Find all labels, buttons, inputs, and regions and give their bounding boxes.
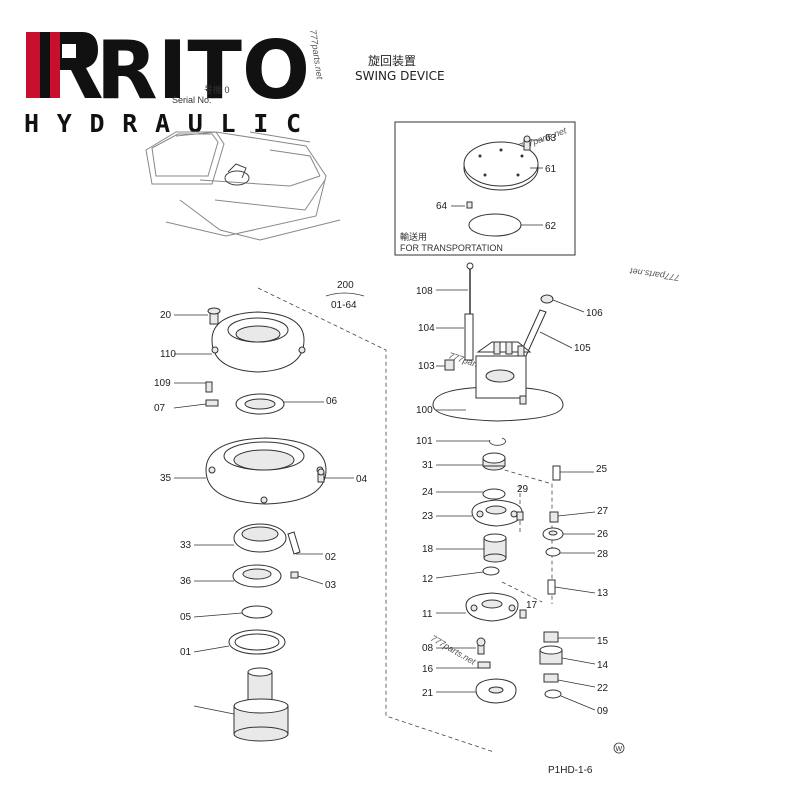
part-label: 22 — [597, 683, 609, 694]
part-label: 11 — [422, 609, 433, 620]
part-label: 21 — [422, 688, 434, 699]
part-label: 14 — [597, 660, 609, 671]
transport-caption-en: FOR TRANSPORTATION — [400, 243, 503, 253]
part-label: 27 — [597, 506, 609, 517]
part-label: 24 — [422, 487, 434, 498]
part-label: 05 — [180, 612, 192, 623]
part-label: 07 — [154, 403, 166, 414]
part-label: 16 — [422, 664, 434, 675]
part-label: 28 — [597, 549, 609, 560]
part-label: 31 — [422, 460, 434, 471]
title-english: SWING DEVICE — [355, 69, 445, 83]
part-label: 33 — [180, 540, 192, 551]
part-labels: 63 61 64 62 108 106 104 105 103 100 101 … — [154, 133, 609, 717]
part-label: 26 — [597, 529, 609, 540]
part-label: 06 — [326, 396, 338, 407]
part-label: 63 — [545, 133, 557, 144]
part-label: 13 — [597, 588, 609, 599]
serial-label: Serial No. — [172, 95, 212, 105]
rito-hydraulic-logo: RITO HYDRAULIC — [24, 24, 310, 138]
logo-r-mark — [26, 32, 102, 98]
left-column-parts — [205, 307, 327, 742]
part-label: 09 — [597, 706, 609, 717]
logo-wordmark: RITO — [96, 24, 310, 117]
part-label: 17 — [526, 600, 538, 611]
watermark: 777parts.net — [308, 29, 325, 80]
part-label: 36 — [180, 576, 192, 587]
part-label: 64 — [436, 201, 448, 212]
part-label: 02 — [325, 552, 337, 563]
part-label: 23 — [422, 511, 434, 522]
part-label: 104 — [418, 323, 435, 334]
part-label: 18 — [422, 544, 434, 555]
watermark: 777parts.net — [629, 266, 680, 283]
part-label: 62 — [545, 221, 557, 232]
logo-subtitle: HYDRAULIC — [24, 109, 306, 138]
part-label: 35 — [160, 473, 172, 484]
group-ref-range: 01-64 — [331, 300, 357, 311]
part-label: 106 — [586, 308, 603, 319]
part-label: 108 — [416, 286, 433, 297]
transport-caption-jp: 輸送用 — [400, 231, 427, 242]
part-label: 105 — [574, 343, 591, 354]
w-mark-circle — [613, 742, 625, 754]
part-label: 04 — [356, 474, 368, 485]
part-label: 109 — [154, 378, 171, 389]
part-label: 12 — [422, 574, 434, 585]
part-label: 110 — [160, 349, 176, 360]
part-label: 25 — [596, 464, 608, 475]
excavator-illustration — [145, 131, 341, 241]
watermark: 777parts.net — [429, 633, 478, 667]
w-mark: W — [616, 746, 623, 753]
right-column-parts — [432, 262, 564, 704]
part-label: 103 — [418, 361, 435, 372]
part-label: 08 — [422, 643, 434, 654]
part-label: 15 — [597, 636, 609, 647]
part-label: 01 — [180, 647, 192, 658]
part-label: 101 — [416, 436, 433, 447]
part-label: 29 — [517, 484, 529, 495]
page-code: P1HD-1-6 — [548, 765, 593, 776]
part-label: 61 — [545, 164, 557, 175]
group-ref-number: 200 — [337, 280, 354, 291]
title-japanese: 旋回装置 — [368, 54, 416, 68]
part-label: 03 — [325, 580, 337, 591]
part-label: 20 — [160, 310, 172, 321]
serial-japanese: 号機 0 — [204, 84, 230, 95]
part-label: 100 — [416, 405, 433, 416]
